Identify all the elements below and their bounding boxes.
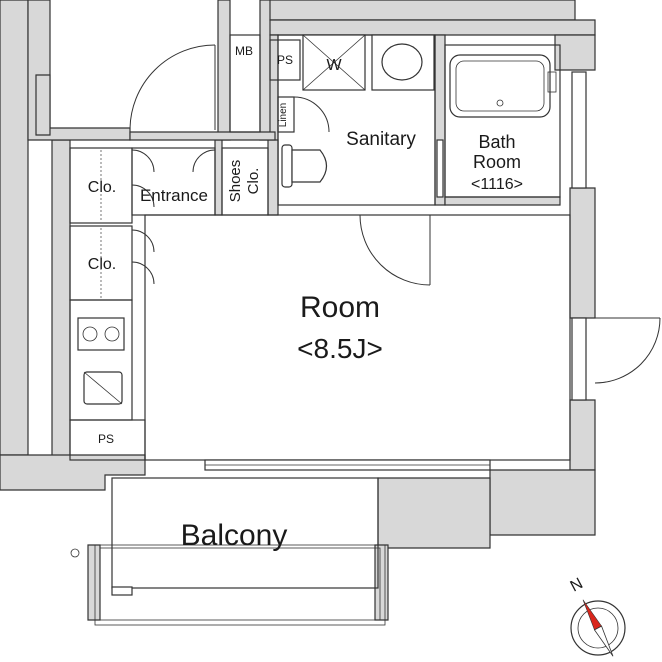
bath-label-line1: Bath bbox=[478, 132, 515, 152]
closet-upper-door-arc bbox=[131, 184, 155, 208]
top-wall-ledge bbox=[269, 19, 596, 36]
right-wall-bottom bbox=[489, 469, 596, 536]
closet-door-arc-b bbox=[131, 229, 155, 253]
sanitary-label: Sanitary bbox=[346, 129, 416, 150]
ps-bottom-outline bbox=[69, 419, 146, 461]
linen-door-arc bbox=[293, 96, 330, 133]
bath-label-line2: Room bbox=[473, 152, 521, 172]
upper-wall-left-segment bbox=[35, 74, 51, 136]
mb-label: MB bbox=[235, 44, 253, 58]
toilet-bowl bbox=[291, 149, 328, 183]
washer-label: W bbox=[326, 57, 342, 74]
room-name-label: Room bbox=[300, 291, 380, 324]
interior-lines bbox=[69, 34, 587, 626]
room-size-label: <8.5J> bbox=[297, 333, 383, 364]
bath-shelf bbox=[547, 71, 557, 93]
balcony-label: Balcony bbox=[181, 519, 288, 552]
labels: Room <8.5J> Sanitary Bath Room <1116> En… bbox=[88, 44, 523, 552]
closet-door-arc-a bbox=[131, 149, 155, 173]
compass: N bbox=[568, 575, 626, 657]
bathtub-inner bbox=[455, 60, 545, 112]
closet-lower-outline bbox=[69, 225, 133, 301]
ps-top-outline bbox=[269, 39, 301, 81]
ps-bottom-label: PS bbox=[98, 432, 114, 446]
balcony-right-wall bbox=[377, 477, 491, 549]
washbasin-bowl bbox=[381, 43, 423, 81]
shoes-right-wall bbox=[267, 139, 279, 216]
linen-outline bbox=[277, 96, 295, 133]
ps-top-label: PS bbox=[277, 53, 293, 67]
sanitary-door-arc bbox=[359, 214, 431, 286]
bath-outline bbox=[444, 44, 561, 198]
right-wall-mid bbox=[569, 187, 596, 319]
top-wall bbox=[269, 0, 576, 21]
burner-left bbox=[82, 326, 98, 342]
shoes-label-line2: Clo. bbox=[245, 168, 262, 195]
mb-left-wall bbox=[217, 0, 231, 141]
burner-right bbox=[104, 326, 120, 342]
balcony-rail-outer bbox=[94, 544, 386, 626]
compass-ring-inner bbox=[577, 607, 619, 649]
doors bbox=[129, 44, 661, 384]
balcony-rail-inner bbox=[99, 547, 381, 621]
balcony-right-post bbox=[374, 544, 389, 621]
bathtub bbox=[449, 54, 551, 118]
stove bbox=[77, 317, 125, 351]
mb-outline bbox=[229, 34, 261, 133]
left-outer-wall bbox=[0, 0, 29, 456]
upper-mid-wall bbox=[129, 131, 276, 141]
entrance-label: Entrance bbox=[140, 186, 208, 205]
washer-cross-b bbox=[302, 34, 366, 91]
walls bbox=[0, 0, 596, 621]
linen-label: Linen bbox=[278, 103, 289, 127]
entrance-right-wall bbox=[214, 139, 223, 216]
compass-north-label: N bbox=[568, 575, 586, 595]
right-wall-lower bbox=[569, 399, 596, 471]
balcony-ac-unit bbox=[111, 586, 133, 596]
right-door-arc bbox=[594, 317, 661, 384]
balcony-left-post bbox=[87, 544, 101, 621]
compass-ring bbox=[570, 600, 626, 656]
bath-size-label: <1116> bbox=[471, 176, 523, 193]
room-window bbox=[571, 317, 587, 401]
compass-needle-south bbox=[593, 625, 614, 657]
shoes-door-arc bbox=[192, 149, 216, 173]
toilet-tank bbox=[281, 144, 293, 188]
shoes-outline bbox=[221, 147, 269, 216]
sink-diagonal bbox=[83, 371, 123, 405]
closet-upper-label: Clo. bbox=[88, 179, 116, 196]
balcony-drain bbox=[70, 548, 80, 558]
entrance-outline bbox=[131, 147, 216, 216]
fixtures bbox=[70, 34, 557, 596]
bathtub-drain bbox=[496, 99, 504, 107]
closet-lower-door-arc bbox=[131, 261, 155, 285]
bath-window bbox=[571, 71, 587, 189]
entrance-door-arc bbox=[129, 44, 216, 131]
left-unit-wall bbox=[51, 139, 71, 476]
bath-door bbox=[436, 139, 444, 198]
shoes-label-line1: Shoes bbox=[227, 160, 244, 203]
closet-lower-label: Clo. bbox=[88, 256, 116, 273]
right-wall-upper bbox=[554, 34, 596, 71]
balcony-outline bbox=[111, 477, 379, 589]
bath-bottom-wall bbox=[444, 196, 561, 206]
